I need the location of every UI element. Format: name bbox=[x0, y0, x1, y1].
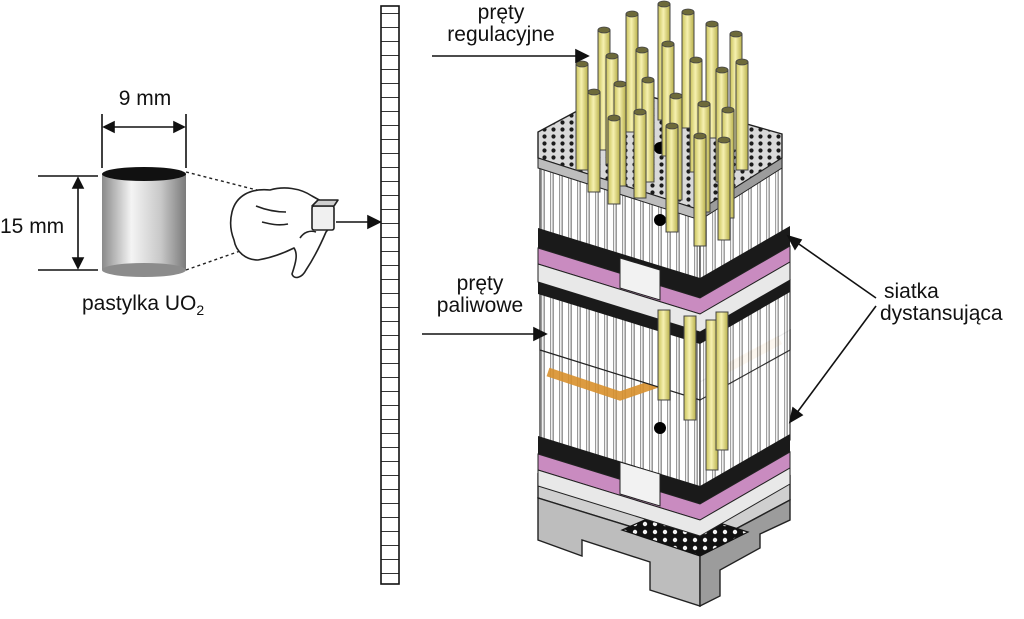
spacer-grid-label-line2: dystansująca bbox=[880, 302, 1003, 326]
control-rod-top bbox=[729, 30, 743, 38]
control-rods-label-line2: regulacyjne bbox=[447, 23, 555, 47]
control-rod-top bbox=[641, 76, 655, 84]
pointer-arrow bbox=[336, 214, 382, 230]
fuel-assembly bbox=[537, 0, 791, 608]
spacer-grid-label-line1: siatka bbox=[884, 280, 939, 303]
control-rod bbox=[717, 139, 731, 241]
control-rod-top bbox=[693, 132, 707, 140]
control-rod-top bbox=[575, 60, 589, 68]
height-dimension bbox=[38, 175, 98, 271]
control-rod-top bbox=[669, 92, 683, 100]
control-rods-label: pręty regulacyjne bbox=[436, 1, 566, 47]
control-rod-top bbox=[633, 108, 647, 116]
control-rod-top bbox=[597, 26, 611, 34]
control-rod-top bbox=[635, 46, 649, 54]
control-rod-top bbox=[689, 56, 703, 64]
control-rod bbox=[575, 63, 589, 171]
fuel-rods-label-line2: paliwowe bbox=[436, 294, 524, 318]
control-rods bbox=[575, 0, 749, 247]
control-rod bbox=[665, 125, 679, 233]
control-rod bbox=[633, 111, 647, 199]
spacer-grid-lower bbox=[537, 434, 791, 537]
control-rod-top bbox=[715, 66, 729, 74]
control-rod bbox=[735, 61, 749, 171]
control-rods-label-line1: pręty bbox=[477, 1, 525, 24]
control-rod-top bbox=[681, 8, 695, 16]
fuel-rods-label-line1: pręty bbox=[456, 272, 504, 295]
pellet-label-text: pastylka UO bbox=[82, 292, 197, 315]
control-rod-top bbox=[607, 114, 621, 122]
control-rod-top bbox=[735, 58, 749, 66]
fuel-rods-label: pręty paliwowe bbox=[420, 272, 540, 318]
height-label: 15 mm bbox=[0, 215, 65, 238]
control-rod-inner bbox=[683, 315, 697, 421]
guide-tube-hole bbox=[654, 422, 666, 434]
label-arrows bbox=[422, 48, 877, 424]
fuel-rod-scale bbox=[380, 5, 400, 585]
spacer-grid-label: siatka dystansująca bbox=[880, 280, 1020, 326]
control-rod-top bbox=[665, 122, 679, 130]
fuel-pellet bbox=[102, 167, 186, 277]
control-rod-inner bbox=[657, 309, 671, 401]
control-rod-inner bbox=[715, 311, 729, 451]
width-label: 9 mm bbox=[118, 87, 172, 110]
pellet-label: pastylka UO2 bbox=[82, 292, 205, 319]
control-rod bbox=[607, 117, 621, 205]
control-rod-top bbox=[661, 40, 675, 48]
control-rod-top bbox=[605, 52, 619, 60]
hand-icon bbox=[229, 187, 339, 279]
control-rod-top bbox=[657, 0, 671, 8]
control-rod-top bbox=[705, 20, 719, 28]
control-rod-top bbox=[697, 100, 711, 108]
pellet-label-subscript: 2 bbox=[196, 302, 205, 319]
control-rod bbox=[587, 91, 601, 193]
control-rod bbox=[693, 135, 707, 247]
control-rods-inner bbox=[657, 309, 729, 471]
control-rod-top bbox=[625, 10, 639, 18]
width-dimension bbox=[101, 114, 187, 168]
control-rod-top bbox=[717, 136, 731, 144]
control-rod-top bbox=[587, 88, 601, 96]
control-rod-top bbox=[613, 80, 627, 88]
control-rod-top bbox=[721, 106, 735, 114]
